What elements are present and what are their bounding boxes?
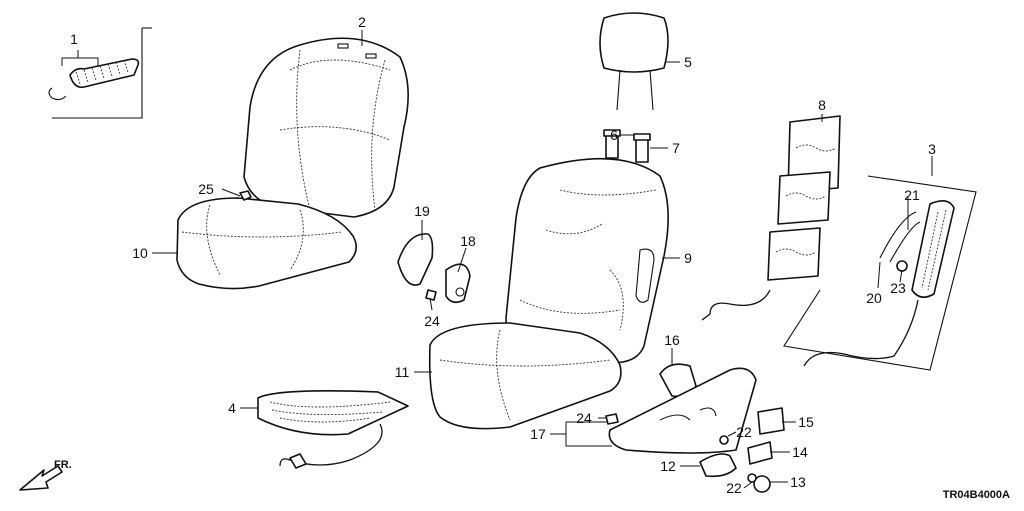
part-10-cushion-cover xyxy=(176,197,357,290)
part-19-cover xyxy=(397,233,434,286)
part-4-cushion-heater xyxy=(257,390,409,469)
label-part-10: 10 xyxy=(132,245,148,261)
label-part-7: 7 xyxy=(672,140,680,156)
label-part-9: 9 xyxy=(684,250,692,266)
part-5-headrest xyxy=(599,12,669,111)
leader-lines xyxy=(152,30,933,489)
part-8-seatback-heater xyxy=(701,115,841,321)
part-labels: 1 2 3 4 5 6 7 8 9 10 11 12 13 14 15 16 1… xyxy=(70,14,936,496)
label-part-23: 23 xyxy=(890,280,906,296)
label-part-12: 12 xyxy=(660,458,676,474)
part-24-clip-upper xyxy=(425,289,437,301)
label-part-1: 1 xyxy=(70,31,78,47)
label-part-13: 13 xyxy=(790,474,806,490)
label-part-25: 25 xyxy=(198,181,214,197)
label-part-4: 4 xyxy=(228,400,236,416)
diagram-code: TR04B4000A xyxy=(943,489,1010,501)
part-25-clip xyxy=(239,190,252,201)
label-part-22-lower: 22 xyxy=(726,480,742,496)
part-6-guide xyxy=(603,129,621,159)
part-18-bracket xyxy=(445,263,471,304)
label-part-2: 2 xyxy=(358,14,366,30)
label-part-8: 8 xyxy=(818,97,826,113)
part-7-guide xyxy=(633,133,651,163)
label-part-17: 17 xyxy=(530,426,546,442)
label-part-20: 20 xyxy=(866,290,882,306)
label-part-19: 19 xyxy=(414,203,430,219)
label-part-21: 21 xyxy=(904,187,920,203)
part-9-seatback-trim xyxy=(505,157,669,364)
part-22-screw-upper xyxy=(719,435,729,445)
front-direction-label: FR. xyxy=(54,459,72,471)
front-direction-arrow: FR. xyxy=(19,459,72,491)
label-part-3: 3 xyxy=(928,141,936,157)
part-24-clip-lower xyxy=(605,413,619,425)
label-part-22-upper: 22 xyxy=(736,424,752,440)
part-3-side-airbag xyxy=(783,175,977,371)
label-part-24-lower: 24 xyxy=(576,410,592,426)
part-1-inset xyxy=(48,27,152,119)
part-2-seatback-cover xyxy=(243,37,409,218)
part-17-side-cover xyxy=(608,367,757,454)
label-part-11: 11 xyxy=(395,364,410,380)
part-14-knob xyxy=(747,441,773,465)
part-13-knob xyxy=(753,475,771,493)
label-part-6: 6 xyxy=(610,127,618,143)
label-part-16: 16 xyxy=(664,332,680,348)
label-part-14: 14 xyxy=(792,444,808,460)
part-12-lever xyxy=(699,453,737,478)
label-part-5: 5 xyxy=(684,54,692,70)
label-part-15: 15 xyxy=(798,414,814,430)
part-15-knob xyxy=(757,407,785,435)
part-22-screw-lower xyxy=(747,473,757,483)
label-part-18: 18 xyxy=(460,233,476,249)
part-11-cushion-trim xyxy=(428,322,622,430)
label-part-24-upper: 24 xyxy=(424,313,440,329)
